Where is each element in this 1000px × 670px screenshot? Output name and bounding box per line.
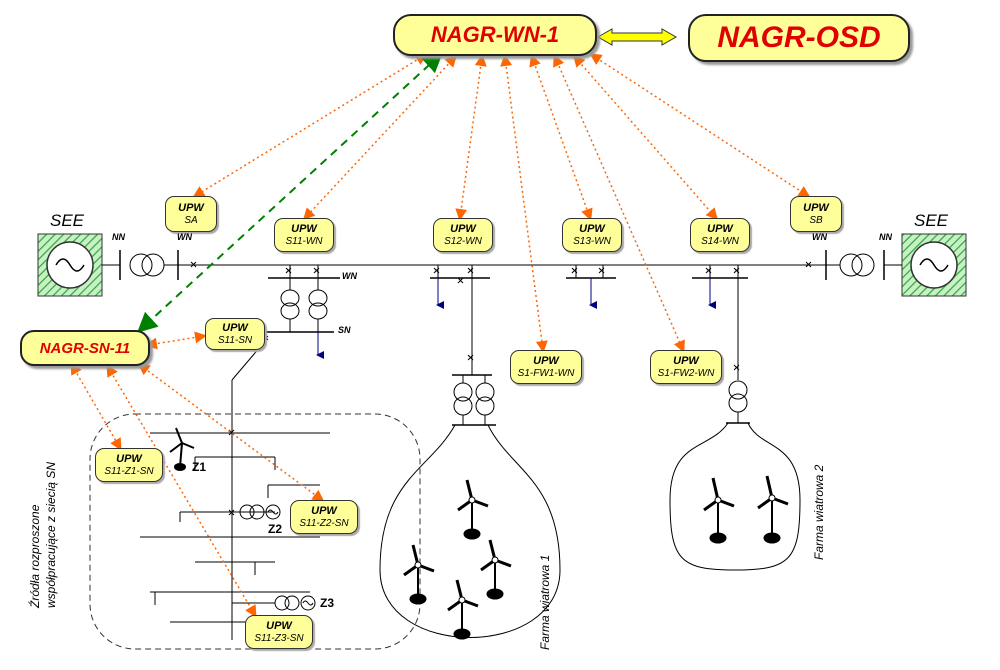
upw-subtitle: S11-Z3-SN <box>254 632 304 644</box>
upw-subtitle: SA <box>184 214 198 226</box>
upw-title: UPW <box>291 223 317 236</box>
wn-label-s11: WN <box>342 271 357 281</box>
nn-label-right: NN <box>879 232 892 242</box>
nagr-wn-label: NAGR-WN-1 <box>430 22 560 47</box>
nagr-sn-box[interactable]: NAGR-SN-11 <box>20 330 150 366</box>
see-label-right: SEE <box>914 211 949 230</box>
upw-title: UPW <box>266 620 292 633</box>
upw-subtitle: S12-WN <box>444 235 482 247</box>
upw-title: UPW <box>311 505 337 518</box>
s13-substation <box>566 265 616 309</box>
upw-subtitle: S1-FW1-WN <box>517 367 575 379</box>
farm2-outline <box>669 422 801 571</box>
s14-substation <box>692 265 750 424</box>
upw-subtitle: S11-Z2-SN <box>299 517 349 529</box>
s12-substation <box>430 265 496 426</box>
upw-subtitle: SB <box>809 214 823 226</box>
sources-label-line2: współpracujące z siecią SN <box>44 461 58 608</box>
communication-links <box>70 53 811 618</box>
wn-label-right: WN <box>812 232 827 242</box>
upw-title: UPW <box>803 202 829 215</box>
osd-link-arrow <box>596 28 678 46</box>
z1-label: Z1 <box>192 460 207 474</box>
wn-sn-link <box>137 52 443 333</box>
z2-label: Z2 <box>268 522 283 536</box>
upw-title: UPW <box>533 355 559 368</box>
nagr-osd-box[interactable]: NAGR-OSD <box>688 14 910 62</box>
upw-subtitle: S11-Z1-SN <box>104 465 154 477</box>
upw-title: UPW <box>116 453 142 466</box>
wn-label-left: WN <box>177 232 192 242</box>
farm1-label: Farma wiatrowa 1 <box>538 554 552 650</box>
sources-label-line1: Źródła rozproszone <box>28 504 42 608</box>
upw-subtitle: S11-SN <box>217 334 253 346</box>
upw-title: UPW <box>707 223 733 236</box>
upw-title: UPW <box>450 223 476 236</box>
see-source-left <box>37 233 179 297</box>
nagr-osd-label: NAGR-OSD <box>717 21 881 54</box>
upw-title: UPW <box>579 223 605 236</box>
see-source-right <box>825 233 967 297</box>
upw-subtitle: S11-WN <box>285 235 323 247</box>
upw-subtitle: S1-FW2-WN <box>657 367 715 379</box>
see-label-left: SEE <box>50 211 85 230</box>
upw-title: UPW <box>178 202 204 215</box>
farm2-label: Farma wiatrowa 2 <box>812 464 826 560</box>
farm1-outline <box>379 424 561 638</box>
z3-label: Z3 <box>320 596 335 610</box>
upw-title: UPW <box>673 355 699 368</box>
upw-subtitle: S13-WN <box>573 235 611 247</box>
sn-label-s11: SN <box>338 325 351 335</box>
wind-turbines-farm2 <box>703 475 789 544</box>
wind-turbines-farm1 <box>403 479 512 640</box>
nn-label-left: NN <box>112 232 125 242</box>
nagr-wn-box[interactable]: NAGR-WN-1 <box>393 14 597 56</box>
upw-title: UPW <box>222 322 248 335</box>
upw-subtitle: S14-WN <box>701 235 739 247</box>
nagr-sn-label: NAGR-SN-11 <box>39 339 131 357</box>
wind-turbine-z1 <box>169 427 195 471</box>
